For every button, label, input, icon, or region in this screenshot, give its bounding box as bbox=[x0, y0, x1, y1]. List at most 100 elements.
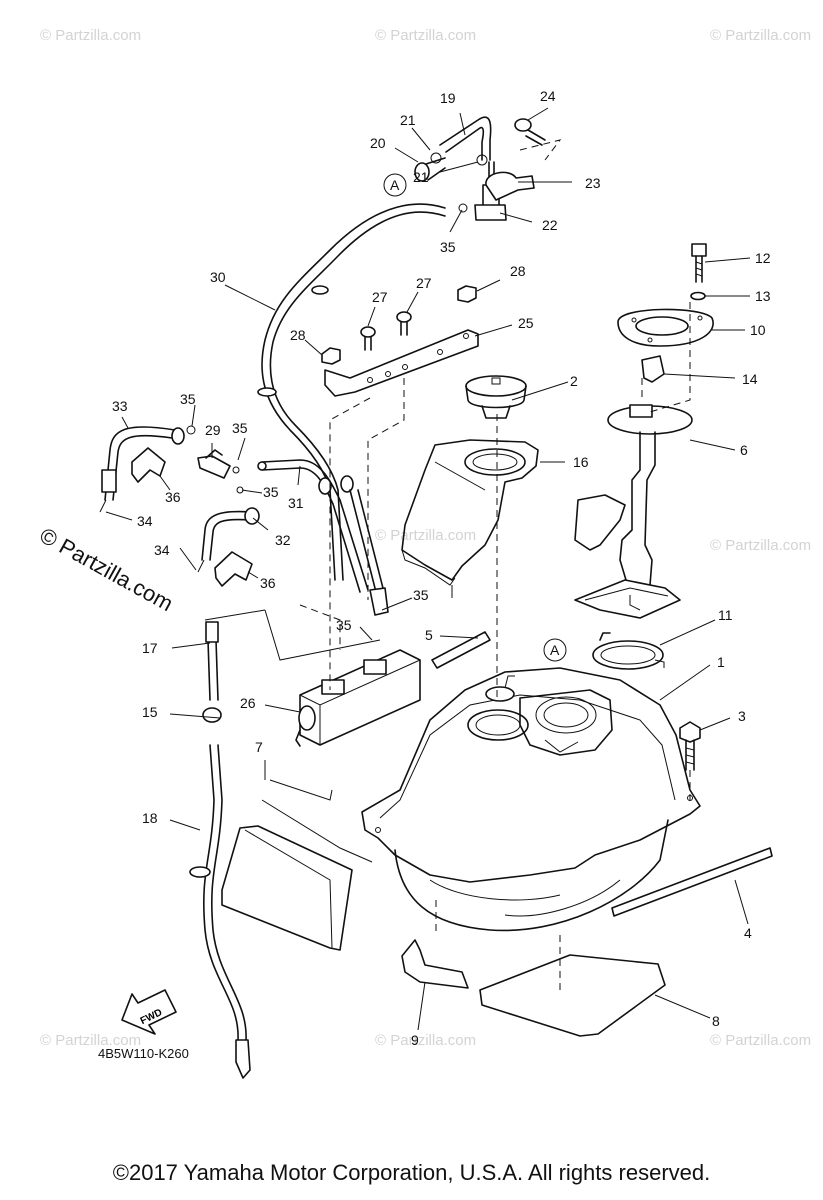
fuel-cap[interactable] bbox=[465, 375, 527, 419]
clamp-23[interactable] bbox=[485, 171, 535, 201]
callout-28: 28 bbox=[290, 327, 306, 343]
callout-35: 35 bbox=[440, 239, 456, 255]
watermark: © Partzilla.com bbox=[710, 27, 811, 44]
callout-29: 29 bbox=[205, 422, 221, 438]
holder-36[interactable] bbox=[131, 447, 166, 483]
callout-36: 36 bbox=[165, 489, 181, 505]
damper-8[interactable] bbox=[479, 954, 666, 1037]
bolt-3[interactable] bbox=[679, 721, 701, 771]
joint-29[interactable] bbox=[197, 449, 231, 479]
callout-22: 22 bbox=[542, 217, 558, 233]
connector-14[interactable] bbox=[641, 355, 665, 383]
alignment-lines bbox=[204, 139, 691, 990]
connector-a-label: A bbox=[550, 642, 560, 658]
watermarks: © Partzilla.com © Partzilla.com © Partzi… bbox=[40, 27, 811, 1049]
valve-22[interactable] bbox=[474, 161, 507, 221]
callout-32: 32 bbox=[275, 532, 291, 548]
callout-4: 4 bbox=[744, 925, 752, 941]
callout-9: 9 bbox=[411, 1032, 419, 1048]
callout-27: 27 bbox=[372, 289, 388, 305]
damper-strip-4[interactable] bbox=[611, 847, 773, 917]
joint-20[interactable] bbox=[414, 157, 446, 182]
holder-36[interactable] bbox=[214, 551, 253, 587]
callout-18: 18 bbox=[142, 810, 158, 826]
leader-lines bbox=[105, 107, 751, 1031]
callout-27: 27 bbox=[416, 275, 432, 291]
callout-8: 8 bbox=[712, 1013, 720, 1029]
lock-ring-11[interactable] bbox=[592, 632, 665, 670]
screw-24[interactable] bbox=[514, 118, 546, 146]
connector-a-label: A bbox=[390, 177, 400, 193]
cover-sheet-7[interactable] bbox=[221, 779, 373, 951]
screw-27[interactable] bbox=[360, 326, 376, 351]
tank-cover[interactable] bbox=[401, 439, 539, 598]
callout-33: 33 bbox=[112, 398, 128, 414]
connector-a-top: A bbox=[383, 173, 407, 197]
callout-5: 5 bbox=[425, 627, 433, 643]
fuel-tank[interactable] bbox=[361, 667, 701, 932]
bracket-9[interactable] bbox=[401, 939, 469, 989]
callout-23: 23 bbox=[585, 175, 601, 191]
callout-35: 35 bbox=[336, 617, 352, 633]
damper-5[interactable] bbox=[431, 631, 491, 669]
callout-20: 20 bbox=[370, 135, 386, 151]
callout-16: 16 bbox=[573, 454, 589, 470]
nut-28[interactable] bbox=[457, 285, 477, 303]
callout-21: 21 bbox=[400, 112, 416, 128]
callout-12: 12 bbox=[755, 250, 771, 266]
callout-30: 30 bbox=[210, 269, 226, 285]
tie-34[interactable] bbox=[99, 499, 107, 513]
hose-18[interactable] bbox=[189, 744, 251, 1079]
callout-35: 35 bbox=[263, 484, 279, 500]
callout-25: 25 bbox=[518, 315, 534, 331]
callout-7: 7 bbox=[255, 739, 263, 755]
canister-26[interactable] bbox=[295, 649, 421, 747]
callout-10: 10 bbox=[750, 322, 766, 338]
callout-3: 3 bbox=[738, 708, 746, 724]
screw-27[interactable] bbox=[396, 311, 412, 336]
callout-28: 28 bbox=[510, 263, 526, 279]
watermark: © Partzilla.com bbox=[710, 1032, 811, 1049]
tie-34[interactable] bbox=[197, 559, 205, 573]
callout-35: 35 bbox=[180, 391, 196, 407]
fuel-pump[interactable] bbox=[574, 404, 693, 619]
hose-17-15[interactable] bbox=[202, 621, 222, 723]
hose-33[interactable] bbox=[101, 426, 185, 501]
callout-35: 35 bbox=[413, 587, 429, 603]
callout-31: 31 bbox=[288, 495, 304, 511]
callout-34: 34 bbox=[137, 513, 153, 529]
callout-17: 17 bbox=[142, 640, 158, 656]
hose-19[interactable] bbox=[439, 116, 492, 161]
copyright-notice: ©2017 Yamaha Motor Corporation, U.S.A. A… bbox=[112, 1160, 711, 1185]
watermark: © Partzilla.com bbox=[375, 527, 476, 544]
bracket-25[interactable] bbox=[324, 329, 479, 397]
callout-6: 6 bbox=[740, 442, 748, 458]
callout-2: 2 bbox=[570, 373, 578, 389]
clips[interactable] bbox=[186, 152, 488, 494]
callout-13: 13 bbox=[755, 288, 771, 304]
bolt-12[interactable] bbox=[691, 243, 707, 283]
callout-35: 35 bbox=[232, 420, 248, 436]
callout-24: 24 bbox=[540, 88, 556, 104]
watermark: © Partzilla.com bbox=[40, 27, 141, 44]
callout-26: 26 bbox=[240, 695, 256, 711]
callouts: 1 2 3 4 5 6 7 8 9 10 11 12 13 14 15 16 1… bbox=[112, 88, 771, 1048]
callout-15: 15 bbox=[142, 704, 158, 720]
fwd-arrow-icon: FWD bbox=[121, 989, 177, 1035]
callout-36: 36 bbox=[260, 575, 276, 591]
callout-1: 1 bbox=[717, 654, 725, 670]
hose-32[interactable] bbox=[201, 507, 260, 561]
watermark-main: © Partzilla.com bbox=[36, 523, 178, 617]
watermark: © Partzilla.com bbox=[375, 1032, 476, 1049]
connector-a-tank: A bbox=[543, 638, 567, 662]
washer-13[interactable] bbox=[690, 291, 706, 301]
pump-flange[interactable] bbox=[617, 308, 714, 347]
diagram-code: 4B5W110-K260 bbox=[98, 1046, 189, 1061]
watermark: © Partzilla.com bbox=[375, 27, 476, 44]
hose-30[interactable] bbox=[257, 203, 446, 581]
callout-11: 11 bbox=[718, 607, 733, 623]
watermark: © Partzilla.com bbox=[710, 537, 811, 554]
nut-28[interactable] bbox=[321, 347, 341, 365]
callout-21: 21 bbox=[413, 169, 429, 185]
